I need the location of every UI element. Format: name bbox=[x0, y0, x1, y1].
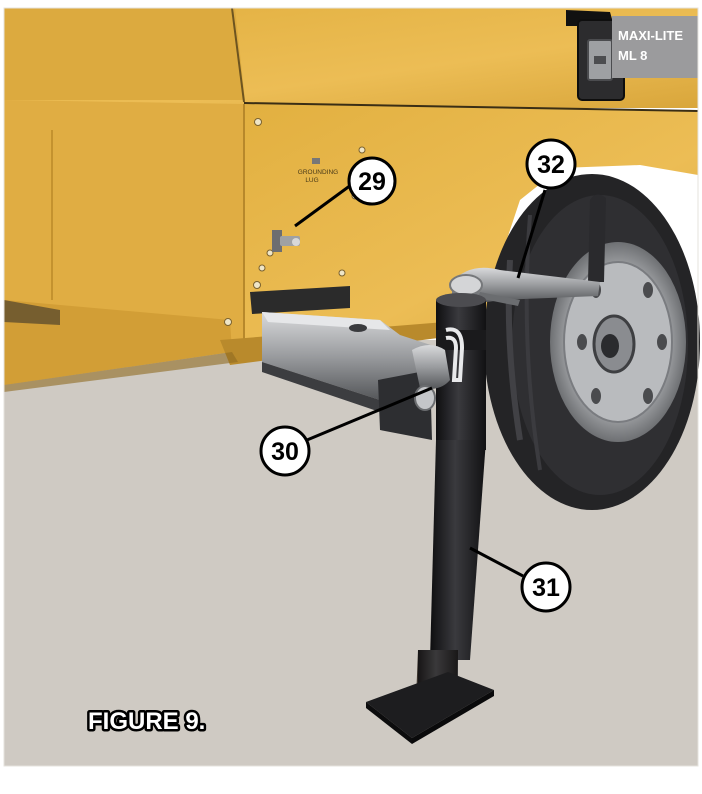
decal-line1: GROUNDING bbox=[298, 169, 338, 176]
tire bbox=[484, 174, 700, 510]
callout-31: 31 bbox=[520, 561, 572, 613]
leader-32 bbox=[516, 189, 547, 279]
callout-29-label: 29 bbox=[358, 168, 386, 196]
nameplate: MAXI-LITE ML 8 bbox=[612, 16, 698, 78]
callout-30: 30 bbox=[259, 425, 311, 477]
leader-29 bbox=[294, 183, 352, 228]
grounding-lug-decal: GROUNDING LUG bbox=[298, 158, 338, 184]
callout-30-label: 30 bbox=[271, 438, 299, 466]
panel-bolts bbox=[224, 118, 366, 326]
leader-lines bbox=[294, 183, 547, 578]
figure-caption: FIGURE 9. bbox=[88, 708, 205, 735]
jack-crank-handle bbox=[449, 267, 600, 306]
decal-line2: LUG bbox=[305, 177, 318, 184]
callout-32: 32 bbox=[525, 138, 577, 190]
receiver-opening bbox=[250, 286, 350, 314]
nameplate-line2: ML 8 bbox=[618, 48, 647, 63]
leader-31 bbox=[469, 546, 524, 578]
callout-32-label: 32 bbox=[537, 151, 565, 179]
leader-30 bbox=[306, 386, 433, 442]
hitch-latch bbox=[272, 230, 300, 252]
callout-31-label: 31 bbox=[532, 574, 560, 602]
trailer-upper-left bbox=[4, 8, 245, 100]
callout-29: 29 bbox=[347, 156, 397, 206]
stub-post bbox=[588, 194, 606, 282]
drawbar bbox=[262, 312, 440, 440]
nameplate-line1: MAXI-LITE bbox=[618, 28, 683, 43]
jack-pin bbox=[412, 327, 465, 411]
